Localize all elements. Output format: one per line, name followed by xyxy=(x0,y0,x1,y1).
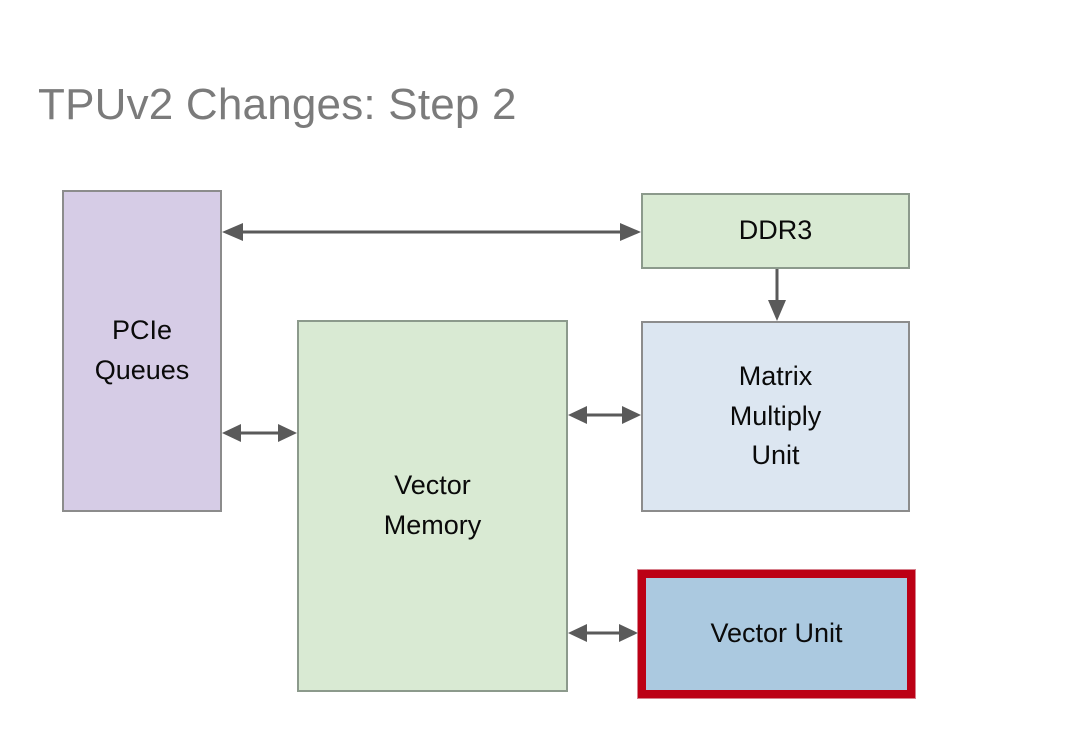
connector-pcie-to-ddr3-bidirectional-arrow xyxy=(222,215,641,249)
node-ddr3-label: DDR3 xyxy=(738,215,813,246)
connector-vector-memory-to-matrix-multiply-unit-bidirectional-arrow xyxy=(568,398,641,432)
connector-ddr3-to-matrix-multiply-unit-arrow xyxy=(760,269,794,321)
node-vector-unit-label: Vector Unit xyxy=(710,618,843,649)
node-ddr3[interactable]: DDR3 xyxy=(641,193,910,269)
node-vector-unit[interactable]: Vector Unit xyxy=(637,569,916,699)
connector-pcie-to-vector-memory-bidirectional-arrow xyxy=(222,416,297,450)
page-title: TPUv2 Changes: Step 2 xyxy=(38,80,517,129)
connector-vector-memory-to-vector-unit-bidirectional-arrow xyxy=(568,616,638,650)
